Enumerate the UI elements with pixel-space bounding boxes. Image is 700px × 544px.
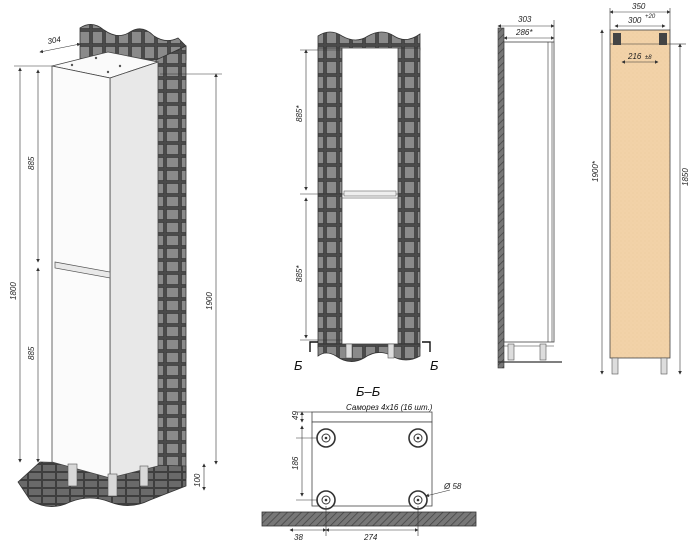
dim-width-304: 304 — [47, 35, 62, 46]
cabinet-leg — [139, 465, 149, 487]
section-marker-left — [309, 341, 318, 352]
front-wall-right — [397, 47, 421, 349]
back-dim-width: 350 — [632, 2, 646, 11]
section-view: Б–Б Саморез 4х16 (16 шт.) — [261, 384, 477, 542]
back-dim-mount-tol: +20 — [645, 14, 656, 20]
screw-note: Саморез 4х16 (16 шт.) — [346, 403, 433, 412]
section-marker-right — [422, 341, 431, 352]
section-dim-diam: Ø 58 — [443, 482, 462, 491]
side-leg — [507, 343, 515, 361]
front-leg — [387, 343, 395, 359]
front-leg — [345, 343, 353, 359]
back-dim-inner-tol: ±8 — [645, 55, 652, 61]
front-wall-left — [317, 47, 343, 349]
front-wall-bottom — [317, 343, 421, 362]
section-dim-186: 186 — [291, 456, 300, 470]
dim-door-top: 885 — [27, 156, 36, 170]
front-handle — [343, 190, 397, 197]
front-dim-door-bottom: 885* — [295, 265, 304, 282]
back-leg — [611, 357, 619, 375]
section-dim-274: 274 — [363, 533, 378, 542]
section-cabinet-top — [311, 411, 433, 423]
section-label-right: Б — [430, 358, 439, 373]
back-view: 350 300 +20 216 ±8 1900* 1850 — [591, 2, 690, 375]
section-title: Б–Б — [356, 384, 381, 399]
section-wall — [261, 511, 477, 527]
section-label-left: Б — [294, 358, 303, 373]
side-dim-outer: 303 — [518, 15, 532, 24]
section-dim-38: 38 — [294, 533, 303, 542]
leg-bottom-right — [408, 490, 428, 510]
side-wall-strip — [497, 27, 505, 369]
back-dim-mount: 300 — [628, 16, 642, 25]
side-dim-inner: 286* — [515, 28, 533, 37]
side-cabinet — [503, 41, 555, 343]
back-dim-right-height: 1850 — [681, 168, 690, 186]
front-view: 885* 885* Б Б — [294, 31, 439, 373]
back-dim-inner: 216 — [627, 52, 642, 61]
side-view: 303 286* — [497, 15, 562, 369]
perspective-view: 304 885 885 1800 1900 100 — [9, 24, 222, 507]
side-leg — [539, 343, 547, 361]
back-dim-left-height: 1900* — [591, 160, 600, 182]
front-wall-top — [317, 31, 421, 51]
dim-legs: 100 — [193, 473, 202, 487]
dim-door-bottom: 885 — [27, 346, 36, 360]
back-panel — [609, 29, 671, 359]
back-leg — [660, 357, 668, 375]
front-dim-door-top: 885* — [295, 105, 304, 122]
leg-top-right — [408, 428, 428, 448]
leg-top-left — [316, 428, 336, 448]
wall-top-wavy — [79, 24, 187, 61]
mount-bracket — [659, 33, 667, 45]
cabinet-side — [109, 61, 159, 479]
door-handle-rail — [54, 261, 111, 279]
section-dim-49: 49 — [291, 411, 300, 420]
cabinet-leg — [67, 463, 78, 487]
cabinet-leg — [107, 473, 118, 497]
dim-body-height: 1800 — [9, 282, 18, 300]
dim-total-height: 1900 — [205, 292, 214, 310]
mount-bracket — [613, 33, 621, 45]
tiled-wall — [155, 45, 187, 495]
